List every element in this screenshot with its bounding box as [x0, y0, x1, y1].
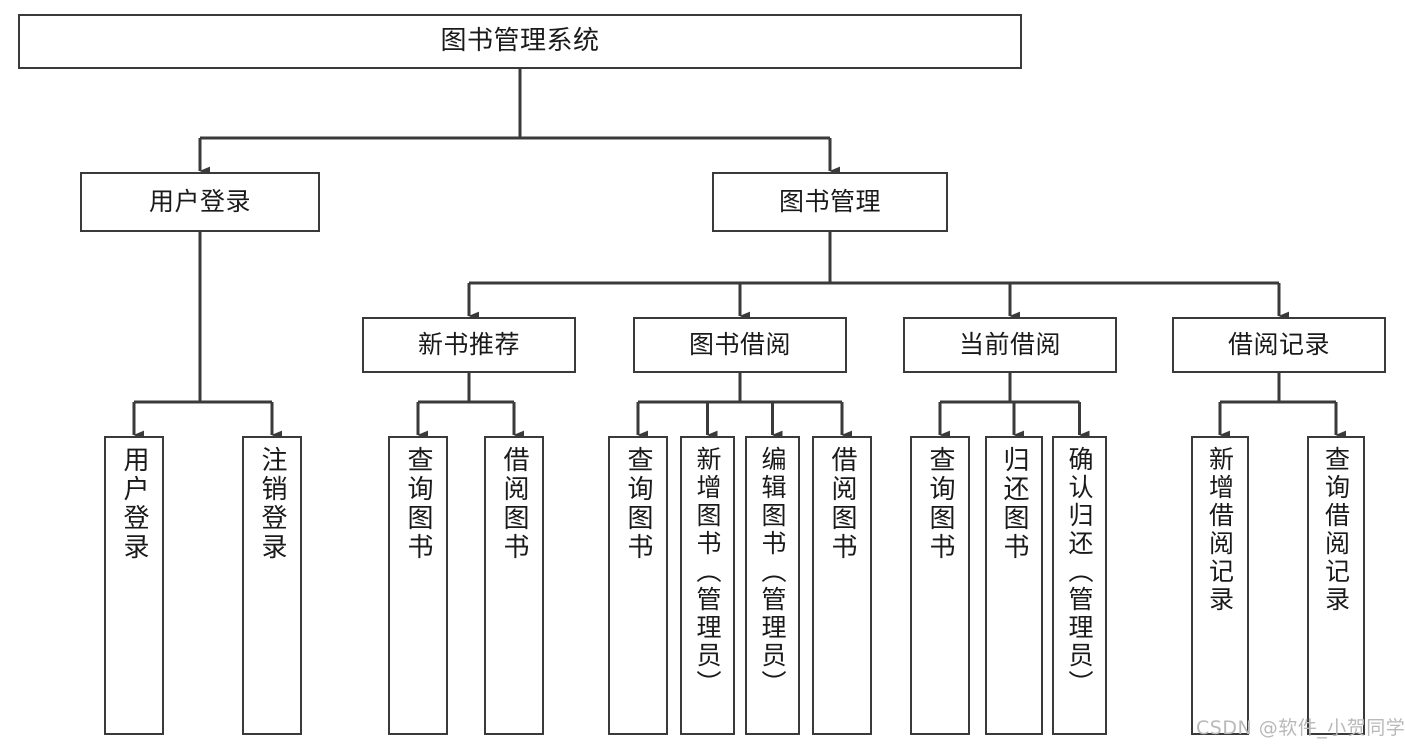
node-label: 新增借阅记录	[1205, 446, 1235, 614]
leaf-add-book-admin[interactable]: 新增图书（管理员）	[680, 436, 735, 735]
node-label: 借阅图书	[499, 446, 529, 562]
leaf-query-book-3[interactable]: 查询图书	[910, 436, 970, 735]
node-user-login[interactable]: 用户登录	[80, 172, 320, 232]
node-label: 用户登录	[148, 187, 251, 217]
node-label: 查询借阅记录	[1321, 446, 1351, 614]
leaf-query-book-1[interactable]: 查询图书	[388, 436, 448, 735]
leaf-borrow-book-1[interactable]: 借阅图书	[484, 436, 544, 735]
csdn-watermark: CSDN @软件_小贺同学	[1196, 717, 1405, 739]
node-root-system[interactable]: 图书管理系统	[18, 14, 1022, 69]
node-book-manage[interactable]: 图书管理	[712, 172, 948, 232]
leaf-borrow-book-2[interactable]: 借阅图书	[812, 436, 872, 735]
leaf-edit-book-admin[interactable]: 编辑图书（管理员）	[745, 436, 800, 735]
node-label: 当前借阅	[958, 330, 1061, 360]
node-label: 新增图书（管理员）	[693, 446, 722, 698]
leaf-return-book[interactable]: 归还图书	[985, 436, 1043, 735]
node-current-borrow[interactable]: 当前借阅	[903, 317, 1117, 373]
node-label: 图书借阅	[688, 330, 791, 360]
node-label: 借阅图书	[827, 446, 857, 562]
node-label: 编辑图书（管理员）	[758, 446, 787, 698]
node-label: 查询图书	[925, 446, 955, 562]
node-label: 图书管理系统	[440, 26, 600, 57]
node-label: 查询图书	[623, 446, 653, 562]
node-label: 用户登录	[119, 446, 149, 562]
node-book-borrow[interactable]: 图书借阅	[633, 317, 847, 373]
leaf-query-borrow-record[interactable]: 查询借阅记录	[1307, 436, 1365, 735]
leaf-add-borrow-record[interactable]: 新增借阅记录	[1191, 436, 1249, 735]
node-label: 借阅记录	[1227, 330, 1330, 360]
node-borrow-record[interactable]: 借阅记录	[1172, 317, 1386, 373]
node-label: 归还图书	[999, 446, 1029, 562]
leaf-confirm-return-admin[interactable]: 确认归还（管理员）	[1052, 436, 1107, 735]
node-label: 查询图书	[403, 446, 433, 562]
leaf-user-login[interactable]: 用户登录	[104, 436, 164, 735]
leaf-query-book-2[interactable]: 查询图书	[608, 436, 668, 735]
node-label: 图书管理	[778, 187, 881, 217]
node-label: 注销登录	[257, 446, 287, 562]
node-label: 确认归还（管理员）	[1065, 446, 1094, 698]
node-label: 新书推荐	[417, 330, 520, 360]
leaf-logout[interactable]: 注销登录	[242, 436, 302, 735]
node-new-book-recommend[interactable]: 新书推荐	[362, 317, 576, 373]
